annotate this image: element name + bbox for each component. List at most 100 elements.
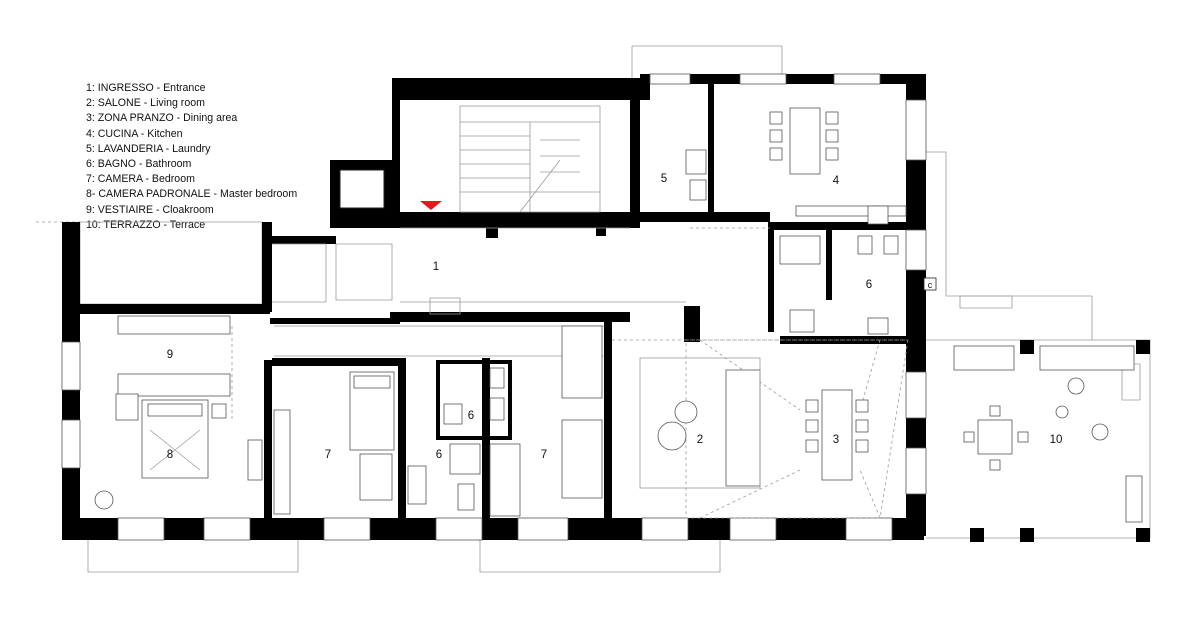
coffee-table bbox=[674, 400, 698, 424]
column bbox=[596, 228, 606, 236]
legend-item: 8- CAMERA PADRONALE - Master bedroom bbox=[86, 188, 298, 201]
window bbox=[649, 73, 691, 85]
room-label-cloakroom: 9 bbox=[167, 349, 173, 361]
stool bbox=[769, 129, 783, 143]
kitchen-island bbox=[789, 107, 821, 175]
side-table bbox=[1055, 405, 1069, 419]
wall bbox=[640, 212, 770, 222]
window bbox=[905, 99, 927, 161]
window bbox=[905, 447, 927, 495]
window bbox=[61, 419, 81, 469]
chair bbox=[805, 439, 819, 453]
room-label-terrace: 10 bbox=[1050, 434, 1063, 446]
bed bbox=[489, 443, 521, 517]
wardrobe bbox=[561, 419, 603, 499]
stool bbox=[769, 111, 783, 125]
column bbox=[1020, 528, 1034, 542]
legend-item: 2: SALONE - Living room bbox=[86, 97, 205, 110]
wall bbox=[392, 78, 400, 228]
shower bbox=[779, 235, 821, 265]
room-label-laundry: 5 bbox=[661, 173, 667, 185]
window bbox=[729, 517, 777, 541]
toilet bbox=[883, 235, 899, 255]
sink bbox=[689, 179, 707, 201]
wall bbox=[768, 222, 774, 332]
wardrobe bbox=[561, 325, 603, 399]
furniture bbox=[94, 107, 1143, 523]
window bbox=[739, 73, 787, 85]
column bbox=[684, 306, 700, 342]
toilet bbox=[489, 397, 505, 421]
wall bbox=[630, 78, 640, 228]
room-label-living: 2 bbox=[697, 434, 703, 446]
chair bbox=[963, 431, 975, 443]
room-label-bedroom-left: 7 bbox=[325, 449, 331, 461]
entry-arrow-icon bbox=[420, 201, 442, 210]
window bbox=[323, 517, 371, 541]
room-label-master: 8 bbox=[167, 449, 173, 461]
wall bbox=[400, 212, 630, 228]
chair bbox=[805, 399, 819, 413]
window bbox=[517, 517, 569, 541]
wall bbox=[604, 322, 612, 520]
room-label-bath-right: 6 bbox=[866, 279, 872, 291]
stool bbox=[825, 129, 839, 143]
chair bbox=[805, 419, 819, 433]
window bbox=[61, 341, 81, 391]
toilet bbox=[857, 235, 873, 255]
room-labels: 1 2 3 4 5 6 6 6 7 7 8 9 10 c bbox=[167, 173, 1063, 461]
toilet bbox=[489, 367, 505, 389]
toilet bbox=[457, 483, 475, 511]
stool bbox=[769, 147, 783, 161]
washer bbox=[685, 149, 707, 175]
planter bbox=[953, 345, 1015, 371]
column bbox=[1136, 528, 1150, 542]
sink bbox=[443, 403, 463, 425]
sink bbox=[867, 317, 889, 335]
wall bbox=[80, 304, 270, 314]
chair bbox=[855, 419, 869, 433]
legend-item: 6: BAGNO - Bathroom bbox=[86, 158, 192, 171]
wall bbox=[768, 222, 908, 230]
wall bbox=[400, 78, 650, 100]
column bbox=[486, 228, 498, 238]
window bbox=[435, 517, 483, 541]
chair bbox=[1017, 431, 1029, 443]
wall bbox=[272, 358, 400, 366]
chair bbox=[989, 459, 1001, 471]
wardrobe bbox=[117, 373, 231, 397]
plan-legend: 1: INGRESSO - Entrance 2: SALONE - Livin… bbox=[86, 81, 297, 233]
room-label-bedroom-right: 7 bbox=[541, 449, 547, 461]
window bbox=[845, 517, 893, 541]
column bbox=[1136, 340, 1150, 354]
legend-item: 3: ZONA PRANZO - Dining area bbox=[86, 112, 238, 125]
nightstand bbox=[211, 403, 227, 419]
room-label-kitchen: 4 bbox=[833, 175, 840, 187]
wall bbox=[272, 236, 336, 244]
legend-item: 7: CAMERA - Bedroom bbox=[86, 173, 195, 186]
wall bbox=[436, 360, 440, 440]
wardrobe bbox=[273, 409, 291, 515]
wall bbox=[398, 358, 406, 520]
chair bbox=[855, 399, 869, 413]
windows bbox=[61, 73, 927, 541]
wall bbox=[262, 222, 272, 312]
wall bbox=[330, 218, 400, 228]
elevator bbox=[339, 169, 385, 209]
marker-c: c bbox=[928, 280, 933, 290]
room-label-bath-center: 6 bbox=[436, 449, 442, 461]
counter bbox=[795, 205, 907, 217]
sink bbox=[789, 309, 815, 333]
lounge-chair bbox=[1091, 423, 1109, 441]
legend-item: 9: VESTIAIRE - Cloakroom bbox=[86, 203, 214, 216]
shower bbox=[449, 443, 481, 475]
window bbox=[117, 517, 165, 541]
stove bbox=[867, 205, 889, 225]
window bbox=[203, 517, 251, 541]
wall bbox=[708, 84, 714, 212]
lounge-chair bbox=[1067, 377, 1085, 395]
wall bbox=[508, 360, 512, 440]
wall bbox=[270, 318, 400, 324]
legend-item: 5: LAVANDERIA - Laundry bbox=[86, 142, 211, 155]
